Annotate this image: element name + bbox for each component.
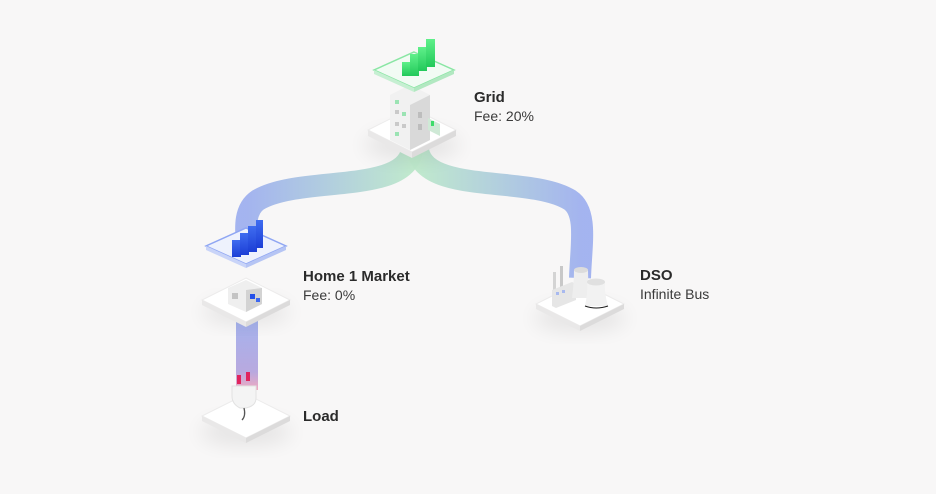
grid-bar-chart-icon — [402, 39, 435, 76]
load-plug-icon — [231, 372, 257, 421]
dso-subtitle: Infinite Bus — [640, 285, 710, 302]
flow-grid-to-dso — [407, 146, 594, 279]
grid-building-icon — [390, 85, 440, 150]
grid-title: Grid — [474, 89, 505, 106]
dso-title: DSO — [640, 267, 673, 284]
home-house-icon — [228, 280, 262, 312]
grid-label: Grid Fee: 20% — [474, 89, 534, 125]
home-bar-chart-icon — [232, 220, 263, 257]
flow-home-to-load — [236, 318, 258, 390]
home-fee: Fee: 0% — [303, 286, 356, 303]
load-title: Load — [303, 408, 339, 425]
dso-power-plant-icon — [552, 266, 609, 309]
grid-fee: Fee: 20% — [474, 107, 534, 124]
grid-node[interactable] — [364, 39, 460, 159]
load-node[interactable] — [200, 372, 292, 445]
home-title: Home 1 Market — [303, 268, 410, 285]
dso-label: DSO Infinite Bus — [640, 267, 709, 303]
home-node[interactable] — [200, 220, 292, 327]
dso-node[interactable] — [534, 266, 626, 331]
load-label: Load — [303, 408, 339, 427]
home-label: Home 1 Market Fee: 0% — [303, 268, 410, 304]
